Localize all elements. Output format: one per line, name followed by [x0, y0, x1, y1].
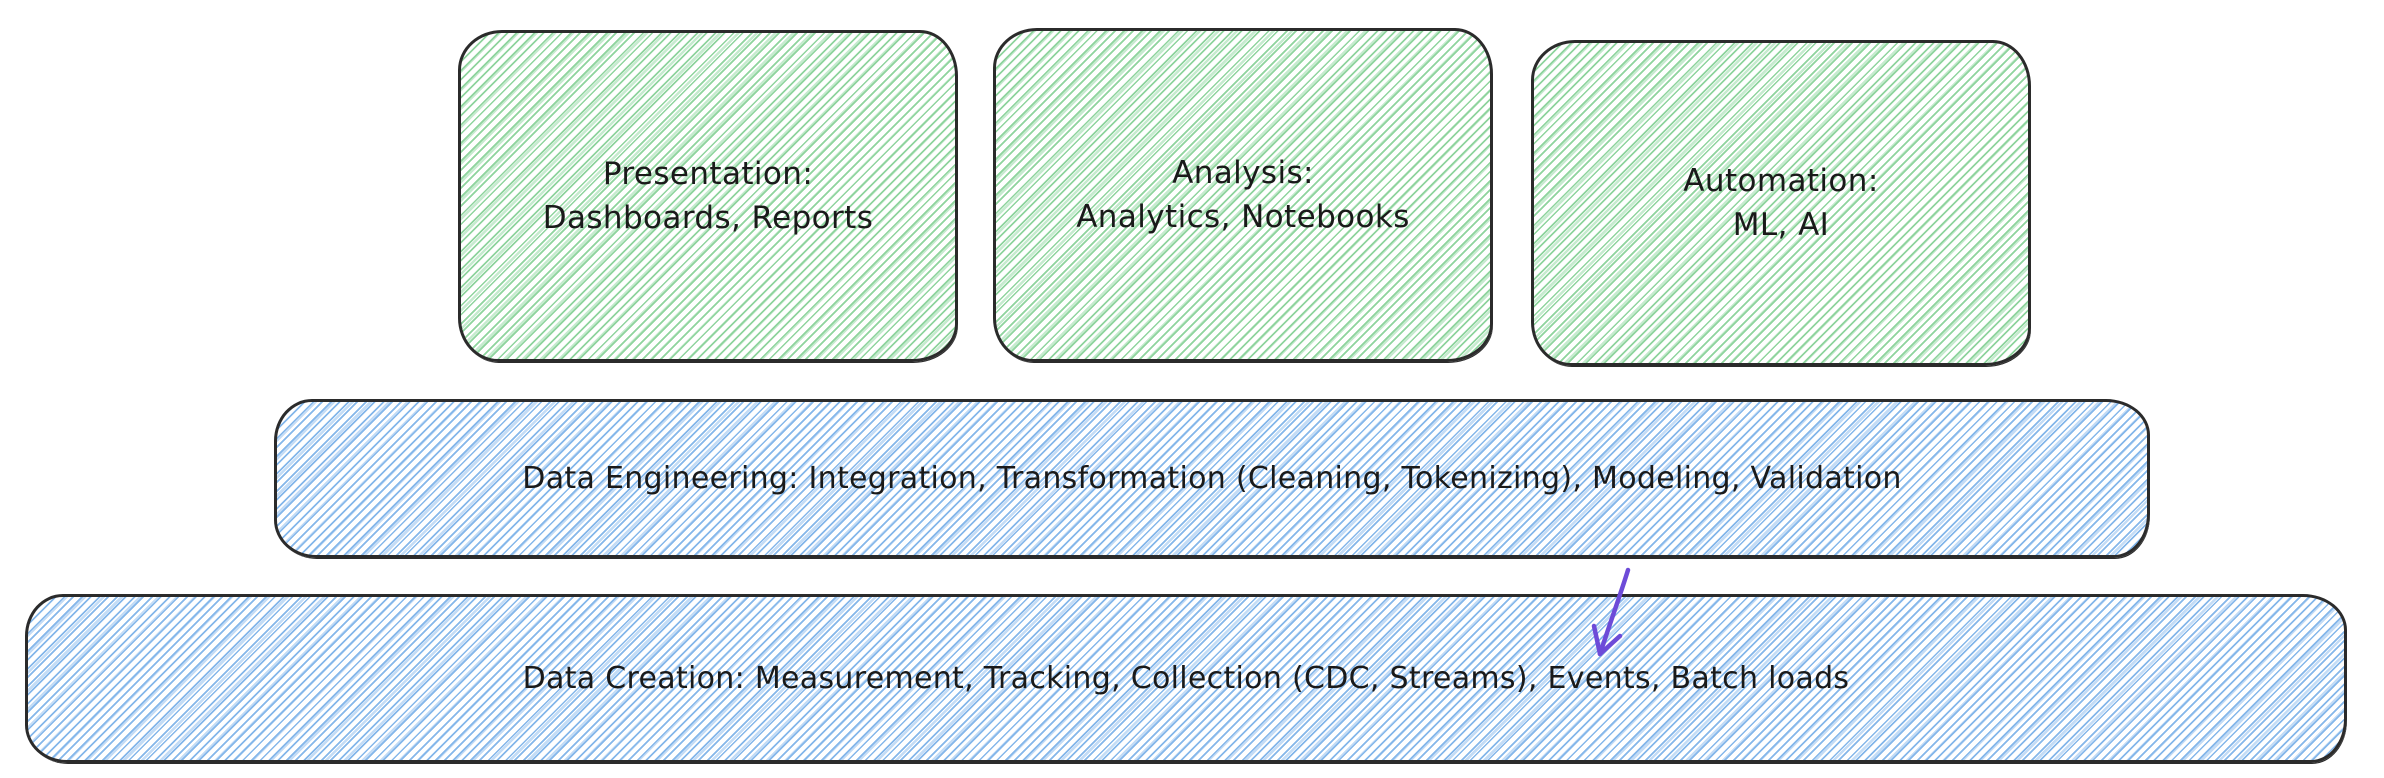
node-data-engineering[interactable]: Data Engineering: Integration, Transform… [274, 399, 2150, 558]
node-automation-title: Automation: [1683, 162, 1879, 199]
node-data-creation-label: Data Creation: Measurement, Tracking, Co… [522, 661, 1850, 696]
node-presentation-title: Presentation: [602, 155, 814, 192]
node-automation[interactable]: Automation: ML, AI [1531, 40, 2031, 366]
node-presentation[interactable]: Presentation: Dashboards, Reports [458, 30, 958, 362]
node-data-engineering-label: Data Engineering: Integration, Transform… [522, 461, 1902, 496]
node-presentation-subtitle: Dashboards, Reports [542, 200, 874, 236]
node-data-creation[interactable]: Data Creation: Measurement, Tracking, Co… [25, 594, 2347, 763]
node-automation-subtitle: ML, AI [1732, 207, 1830, 243]
node-analysis-subtitle: Analytics, Notebooks [1076, 199, 1410, 235]
node-analysis[interactable]: Analysis: Analytics, Notebooks [993, 28, 1493, 362]
node-analysis-title: Analysis: [1172, 154, 1314, 191]
